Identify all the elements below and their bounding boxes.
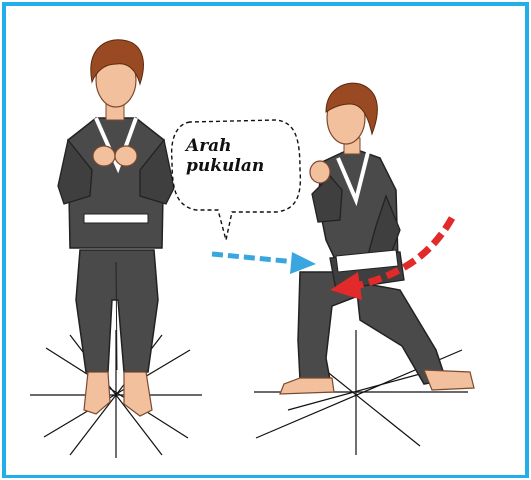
callout-label-line-2: pukulan — [186, 156, 286, 176]
callout-label: Arah pukulan — [186, 136, 286, 176]
callout-label-line-1: Arah — [186, 136, 286, 156]
standing-fighter — [30, 40, 202, 458]
stance-lines-icon — [30, 330, 202, 458]
punch-direction-arrow-icon — [212, 252, 316, 274]
